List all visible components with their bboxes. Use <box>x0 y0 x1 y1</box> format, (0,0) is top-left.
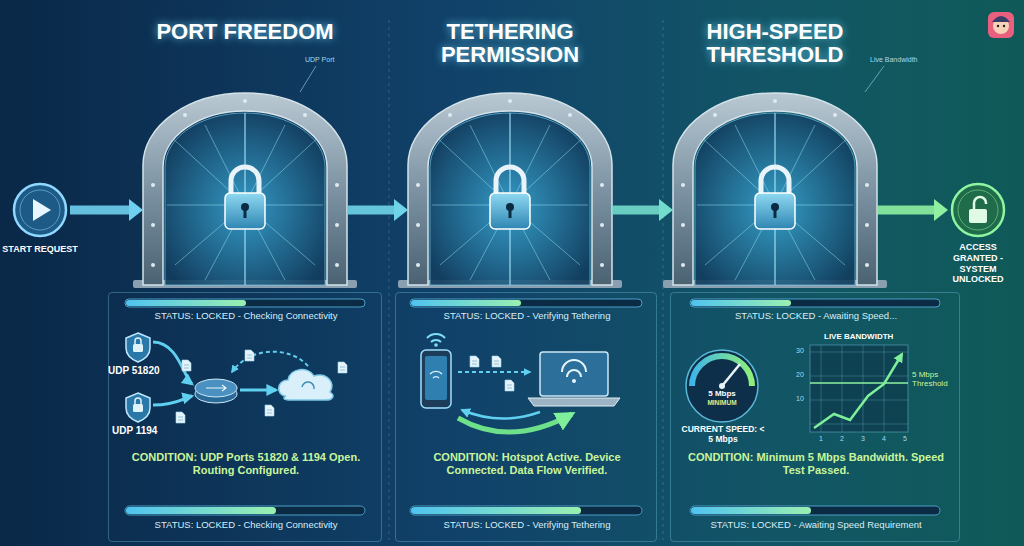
circle-outline <box>14 184 66 236</box>
play-icon <box>33 199 51 221</box>
arrow-shaft <box>612 206 661 215</box>
chart-title: LIVE BANDWIDTH <box>824 332 893 341</box>
circle-ring <box>20 190 60 230</box>
flow-arrow <box>877 199 948 221</box>
arrow-shaft <box>70 206 131 215</box>
start-circle: START REQUEST <box>12 182 68 238</box>
axis-value: 30 <box>796 347 804 355</box>
node-title: PORT FREEDOM <box>145 20 345 43</box>
threshold-label: 5 Mbps Threshold <box>912 370 958 388</box>
unlock-shackle <box>974 197 986 209</box>
gauge-caption: MINIMUM <box>697 399 747 406</box>
flow-arrow <box>612 199 673 221</box>
arrow-head <box>659 199 673 221</box>
gate-port-freedom: PORT FREEDOM <box>145 12 345 290</box>
condition-text: CONDITION: Minimum 5 Mbps Bandwidth. Spe… <box>681 451 951 477</box>
arrow-shaft <box>877 206 936 215</box>
gauge-value: 5 Mbps <box>702 389 742 398</box>
circle-ring <box>958 190 998 230</box>
status-text: STATUS: LOCKED - Awaiting Speed... <box>679 310 953 321</box>
port-label: UDP 51820 <box>108 365 160 377</box>
status-panel: STATUS: LOCKED - Verifying TetheringCOND… <box>395 292 657 542</box>
arrow-head <box>129 199 143 221</box>
axis-value: 10 <box>796 395 804 403</box>
gate-high-speed-threshold: HIGH-SPEED THRESHOLD <box>675 12 875 290</box>
current-speed: CURRENT SPEED: < 5 Mbps <box>680 425 766 445</box>
unlock-icon <box>969 209 987 223</box>
status-text: STATUS: LOCKED - Verifying Tethering <box>404 310 650 321</box>
axis-value: 5 <box>903 435 907 443</box>
flow-arrow <box>347 199 408 221</box>
node-title: START REQUEST <box>0 244 80 255</box>
node-title: HIGH-SPEED THRESHOLD <box>675 20 875 66</box>
status-text: STATUS: LOCKED - Checking Connectivity <box>117 519 375 530</box>
axis-value: 20 <box>796 371 804 379</box>
node-title: ACCESS GRANTED - SYSTEM UNLOCKED <box>936 242 1020 285</box>
axis-value: 2 <box>840 435 844 443</box>
arrow-head <box>934 199 948 221</box>
node-title: TETHERING PERMISSION <box>410 20 610 66</box>
condition-text: CONDITION: Hotspot Active. Device Connec… <box>406 451 648 477</box>
circle-shape <box>12 182 68 238</box>
arrow-shaft <box>347 206 396 215</box>
condition-text: CONDITION: UDP Ports 51820 & 1194 Open. … <box>119 451 373 477</box>
status-text: STATUS: LOCKED - Awaiting Speed Requirem… <box>679 519 953 530</box>
gate-tethering-permission: TETHERING PERMISSION <box>410 12 610 290</box>
port-label: UDP 1194 <box>112 425 157 437</box>
circle-shape <box>950 182 1006 238</box>
arrow-head <box>394 199 408 221</box>
status-panel: STATUS: LOCKED - Awaiting Speed... CONDIT… <box>670 292 960 542</box>
access-granted-circle: ACCESS GRANTED - SYSTEM UNLOCKED <box>950 182 1006 238</box>
status-text: STATUS: LOCKED - Verifying Tethering <box>404 519 650 530</box>
status-text: STATUS: LOCKED - Checking Connectivity <box>117 310 375 321</box>
axis-value: 4 <box>882 435 886 443</box>
flow-arrow <box>70 199 143 221</box>
port-tag: UDP Port <box>305 56 334 64</box>
axis-value: 1 <box>819 435 823 443</box>
bandwidth-tag: Live Bandwidth <box>870 56 917 64</box>
status-panel: STATUS: LOCKED - Checking ConnectivityCO… <box>108 292 382 542</box>
axis-value: 3 <box>861 435 865 443</box>
circle-outline <box>952 184 1004 236</box>
